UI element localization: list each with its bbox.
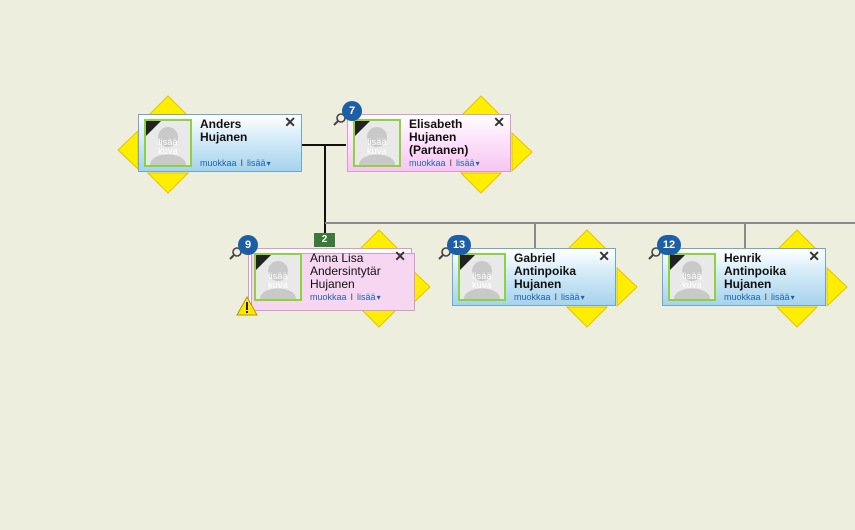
person-name[interactable]: Elisabeth Hujanen (Partanen) — [409, 117, 469, 157]
separator: I — [240, 158, 244, 168]
record-count-badge[interactable]: 12 — [657, 235, 681, 255]
more-link[interactable]: lisää — [247, 158, 266, 168]
person-name[interactable]: Gabriel Antinpoika Hujanen — [514, 251, 576, 291]
close-icon[interactable]: ✕ — [493, 114, 505, 130]
deceased-ribbon-icon — [460, 255, 475, 270]
warning-icon[interactable] — [236, 296, 258, 316]
deceased-ribbon-icon — [146, 121, 161, 136]
person-silhouette-icon — [359, 127, 395, 165]
expand-down-arrow-icon[interactable] — [460, 172, 502, 194]
expand-right-arrow-icon[interactable] — [511, 132, 533, 172]
record-count-badge[interactable]: 7 — [342, 101, 362, 121]
edit-link[interactable]: muokkaa — [514, 292, 551, 302]
deceased-ribbon-icon — [670, 255, 685, 270]
close-icon[interactable]: ✕ — [598, 248, 610, 264]
more-link[interactable]: lisää — [456, 158, 475, 168]
child-drop-line-gabriel — [534, 222, 536, 250]
chevron-down-icon[interactable]: ▾ — [376, 293, 381, 302]
edit-link[interactable]: muokkaa — [724, 292, 761, 302]
separator: I — [449, 158, 453, 168]
separator: I — [554, 292, 558, 302]
children-connector-line — [325, 222, 855, 224]
deceased-ribbon-icon — [355, 121, 370, 136]
close-icon[interactable]: ✕ — [394, 248, 406, 264]
marriage-marker[interactable]: 2 — [314, 233, 335, 247]
child-drop-line-henrik — [744, 222, 746, 250]
descent-line — [324, 144, 326, 234]
expand-down-arrow-icon[interactable] — [776, 306, 818, 328]
chevron-down-icon[interactable]: ▾ — [266, 159, 271, 168]
chevron-down-icon[interactable]: ▾ — [580, 293, 585, 302]
chevron-down-icon[interactable]: ▾ — [790, 293, 795, 302]
separator: I — [350, 292, 354, 302]
more-link[interactable]: lisää — [561, 292, 580, 302]
expand-down-arrow-icon[interactable] — [566, 306, 608, 328]
expand-down-arrow-icon[interactable] — [147, 172, 189, 194]
close-icon[interactable]: ✕ — [808, 248, 820, 264]
person-name[interactable]: Anders Hujanen — [200, 117, 248, 144]
chevron-down-icon[interactable]: ▾ — [475, 159, 480, 168]
edit-link[interactable]: muokkaa — [409, 158, 446, 168]
person-silhouette-icon — [150, 127, 186, 165]
person-silhouette-icon — [464, 261, 500, 299]
edit-link[interactable]: muokkaa — [200, 158, 237, 168]
deceased-ribbon-icon — [256, 255, 271, 270]
record-count-badge[interactable]: 13 — [447, 235, 471, 255]
more-link[interactable]: lisää — [771, 292, 790, 302]
person-silhouette-icon — [260, 261, 296, 299]
edit-link[interactable]: muokkaa — [310, 292, 347, 302]
close-icon[interactable]: ✕ — [284, 114, 296, 130]
expand-left-arrow-icon[interactable] — [117, 130, 139, 170]
more-link[interactable]: lisää — [357, 292, 376, 302]
record-count-badge[interactable]: 9 — [238, 235, 258, 255]
person-silhouette-icon — [674, 261, 710, 299]
expand-right-arrow-icon[interactable] — [616, 267, 638, 307]
person-name[interactable]: Anna Lisa Andersintytär Hujanen — [310, 251, 381, 291]
person-name[interactable]: Henrik Antinpoika Hujanen — [724, 251, 786, 291]
expand-right-arrow-icon[interactable] — [826, 267, 848, 307]
separator: I — [764, 292, 768, 302]
